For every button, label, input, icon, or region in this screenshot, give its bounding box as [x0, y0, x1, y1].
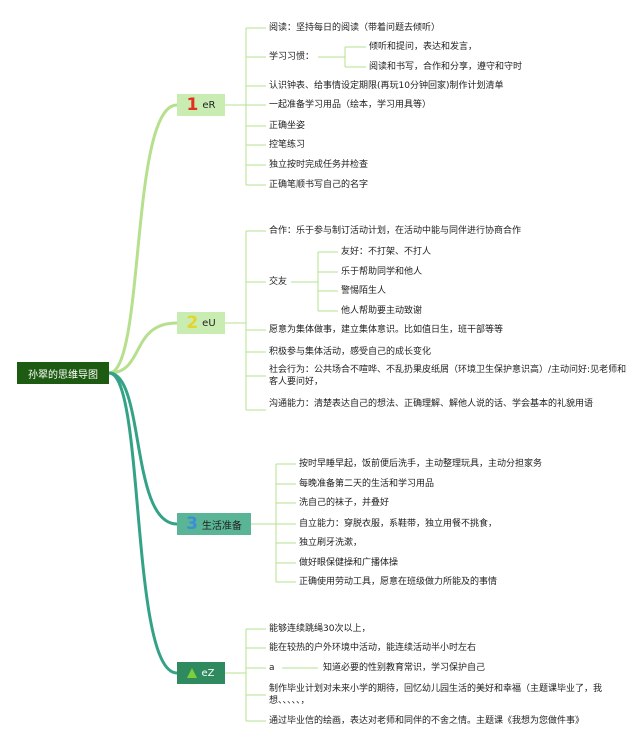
branch-1-item-1: 阅读：坚持每日的阅读（带着问题去倾听）: [269, 23, 441, 33]
connector-root-branch-2: [108, 321, 178, 375]
branch-1-label: eR: [202, 99, 216, 111]
branch-2-bracket: [225, 230, 338, 411]
branch-3-item-5: 独立刷牙洗漱，: [299, 538, 363, 548]
branch-1-bracket: [225, 27, 366, 186]
branch-3-number: 3: [186, 513, 198, 534]
branch-3-item-6: 做好眼保健操和广播体操: [299, 558, 399, 568]
branch-1-item-5: 正确坐姿: [269, 121, 306, 131]
branch-2-item-6: 沟通能力：清楚表达自己的想法、正确理解、解他人说的话、学会基本的礼貌用语: [269, 399, 594, 409]
connector-root-branch-1: [108, 103, 178, 375]
branch-3-bracket: [251, 463, 296, 583]
root-node[interactable]: 孙翠的思维导图: [17, 362, 109, 384]
branch-3-item-2: 每晚准备第二天的生活和学习用品: [299, 479, 435, 489]
branch-3-item-7: 正确使用劳动工具，愿意在班级做力所能及的事情: [299, 577, 498, 587]
branch-1-sub-item-1: 倾听和提问，表达和发言，: [369, 42, 478, 52]
branch-2-sub-item-3: 警惕陌生人: [341, 286, 387, 296]
branch-3-node[interactable]: 3 生活准备: [177, 513, 251, 535]
branch-1-item-3: 认识钟表、给事情设定期限(再玩10分钟回家)制作计划清单: [269, 81, 504, 91]
connector-root-branch-4: [108, 371, 178, 675]
connector-root-branch-3: [108, 371, 178, 526]
branch-4-sub-item-1: 知道必要的性别教育常识，学习保护自己: [323, 663, 486, 673]
branch-4-label: eZ: [201, 667, 215, 679]
branch-3-label: 生活准备: [201, 520, 242, 532]
branch-2-node[interactable]: 2 eU: [177, 312, 225, 334]
branch-3-item-4: 自立能力：穿脱衣服，系鞋带，独立用餐不挑食，: [299, 519, 498, 529]
branch-4-item-4: 制作毕业计划对未来小学的期待，回忆幼儿园生活的美好和幸福（主题课毕业了，我想、、…: [269, 684, 603, 706]
branch-1-item-8: 正确笔顺书写自己的名字: [269, 180, 369, 190]
branch-4-item-2: 能在较热的户外环境中活动，能连续活动半小时左右: [269, 643, 477, 653]
root-label: 孙翠的思维导图: [28, 369, 98, 381]
branch-2-label: eU: [202, 317, 216, 329]
branch-2-item-2: 交友: [269, 277, 288, 287]
branch-2-sub-item-4: 他人帮助要主动致谢: [341, 306, 423, 316]
branch-2-number: 2: [186, 312, 199, 333]
branch-4-bracket: [225, 628, 318, 722]
branch-1-item-4: 一起准备学习用品（绘本，学习用具等）: [269, 100, 432, 110]
branch-2-sub-item-2: 乐于帮助同学和他人: [341, 267, 423, 277]
tree-icon: [187, 668, 198, 678]
branch-3-item-3: 洗自己的袜子，并叠好: [299, 498, 390, 508]
branch-2-item-3: 愿意为集体做事，建立集体意识。比如值日生，班干部等等: [269, 325, 504, 335]
branch-2-item-1: 合作：乐于参与制订活动计划，在活动中能与同伴进行协商合作: [269, 226, 522, 236]
branch-4-item-1: 能够连续跳绳30次以上，: [269, 624, 371, 634]
branch-4-item-3: a: [269, 663, 275, 673]
branch-1-item-7: 独立按时完成任务并检查: [269, 160, 369, 170]
branch-3-item-1: 按时早睡早起，饭前便后洗手，主动整理玩具，主动分担家务: [299, 459, 543, 469]
branch-1-item-6: 控笔练习: [269, 140, 306, 150]
branch-1-sub-item-2: 阅读和书写，合作和分享，遵守和守时: [369, 62, 523, 72]
branch-4-node[interactable]: eZ: [177, 662, 225, 684]
branch-2-sub-item-1: 友好：不打架、不打人: [341, 247, 432, 257]
branch-2-item-4: 积极参与集体活动，感受自己的成长变化: [269, 347, 432, 357]
branch-2-item-5: 社会行为：公共场合不喧哗、不乱扔果皮纸屑（环境卫生保护意识高）/主动问好:见老师…: [269, 365, 627, 387]
branch-1-item-2: 学习习惯：: [269, 52, 315, 62]
branch-1-number: 1: [186, 94, 199, 115]
branch-1-node[interactable]: 1 eR: [177, 94, 225, 116]
branch-4-item-5: 通过毕业信的绘画，表达对老师和同伴的不舍之情。主题课《我想为您做件事》: [269, 716, 585, 726]
